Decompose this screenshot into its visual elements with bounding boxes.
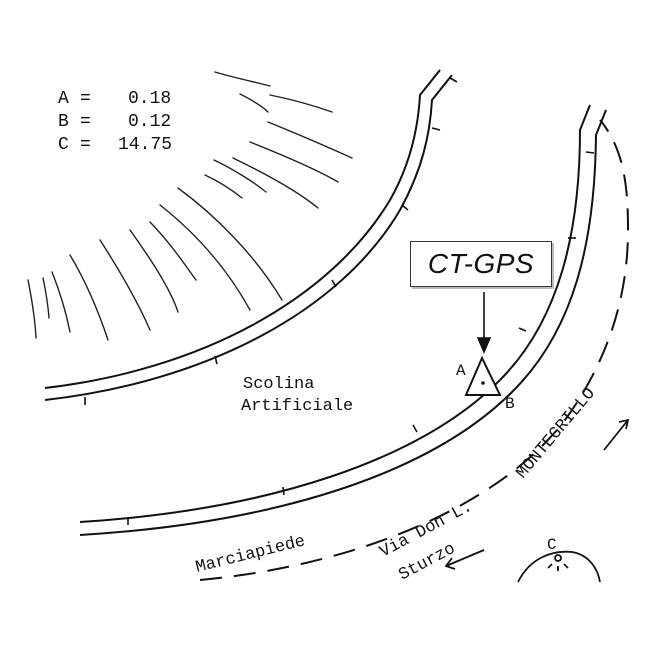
gps-station-marker — [464, 355, 502, 396]
label-scolina: Scolina — [243, 375, 314, 394]
legend-row-c-value: 14.75 — [118, 135, 172, 155]
point-label-c: C — [547, 536, 557, 554]
legend-row-a-eq: = — [80, 89, 91, 109]
ditch-inner-ticks — [84, 77, 458, 405]
direction-arrow-montegrillo — [603, 418, 630, 451]
label-marciapiede: Marciapiede — [194, 532, 307, 578]
legend-row-c-key: C — [58, 135, 69, 155]
ct-gps-callout-text: CT-GPS — [427, 248, 535, 279]
ditch-outer-ticks — [127, 151, 595, 525]
legend-row-b-value: 0.12 — [128, 112, 171, 132]
label-montegrillo: MONTEGRILLO — [513, 385, 600, 483]
point-label-a: A — [456, 362, 466, 380]
legend-row-c-eq: = — [80, 135, 91, 155]
ditch-inner-edge — [44, 69, 453, 401]
point-c-feature — [517, 550, 601, 583]
direction-arrow-sturzo — [444, 549, 485, 570]
ct-gps-callout: CT-GPS — [410, 241, 552, 287]
legend-row-a-key: A — [58, 89, 69, 109]
label-artificiale: Artificiale — [241, 397, 353, 416]
legend-row-b-key: B — [58, 112, 69, 132]
legend: A = 0.18 B = 0.12 C = 14.75 — [58, 89, 172, 155]
callout-arrow — [476, 292, 492, 355]
legend-row-b-eq: = — [80, 112, 91, 132]
embankment-hatching — [27, 71, 353, 341]
road-dashed-edge — [199, 119, 630, 581]
legend-row-a-value: 0.18 — [128, 89, 171, 109]
point-label-b: B — [505, 395, 515, 413]
